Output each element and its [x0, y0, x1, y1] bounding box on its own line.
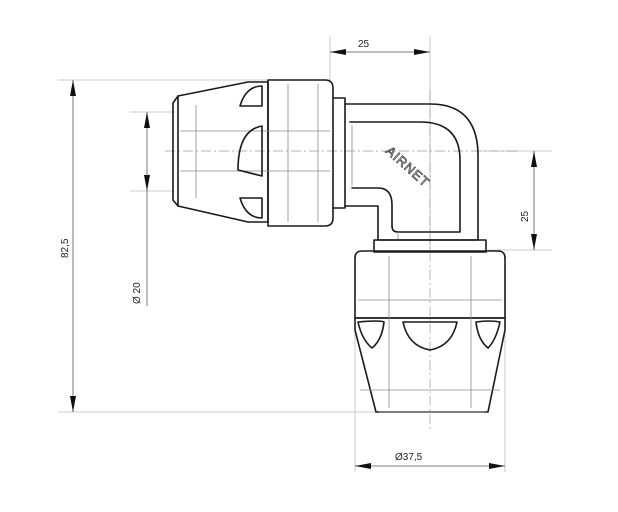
grip-window	[357, 320, 385, 349]
dim-label-body-diameter: Ø37,5	[395, 452, 423, 463]
brand-logo: AIRNET	[383, 143, 433, 190]
dimension-overall-height: 82,5	[60, 80, 76, 412]
elbow-body: AIRNET	[332, 97, 479, 241]
dimension-body-diameter: Ø37,5	[355, 452, 505, 469]
grip-window	[239, 85, 263, 107]
center-lines	[165, 90, 520, 430]
grip-window	[475, 320, 501, 349]
dimension-right-offset: 25	[520, 151, 537, 250]
extension-lines	[58, 36, 552, 472]
dim-label-overall-height: 82,5	[60, 238, 71, 258]
dimension-pipe-diameter: Ø 20	[132, 112, 150, 306]
dimension-top-width: 25	[330, 39, 430, 55]
grip-window	[237, 125, 263, 177]
dim-label-top-width: 25	[358, 39, 370, 50]
dim-label-pipe-diameter: Ø 20	[132, 282, 143, 304]
grip-window	[239, 197, 263, 219]
dim-label-right-offset: 25	[520, 210, 531, 222]
bottom-coupling	[354, 239, 506, 413]
grip-window	[402, 321, 458, 351]
left-coupling	[172, 79, 334, 227]
